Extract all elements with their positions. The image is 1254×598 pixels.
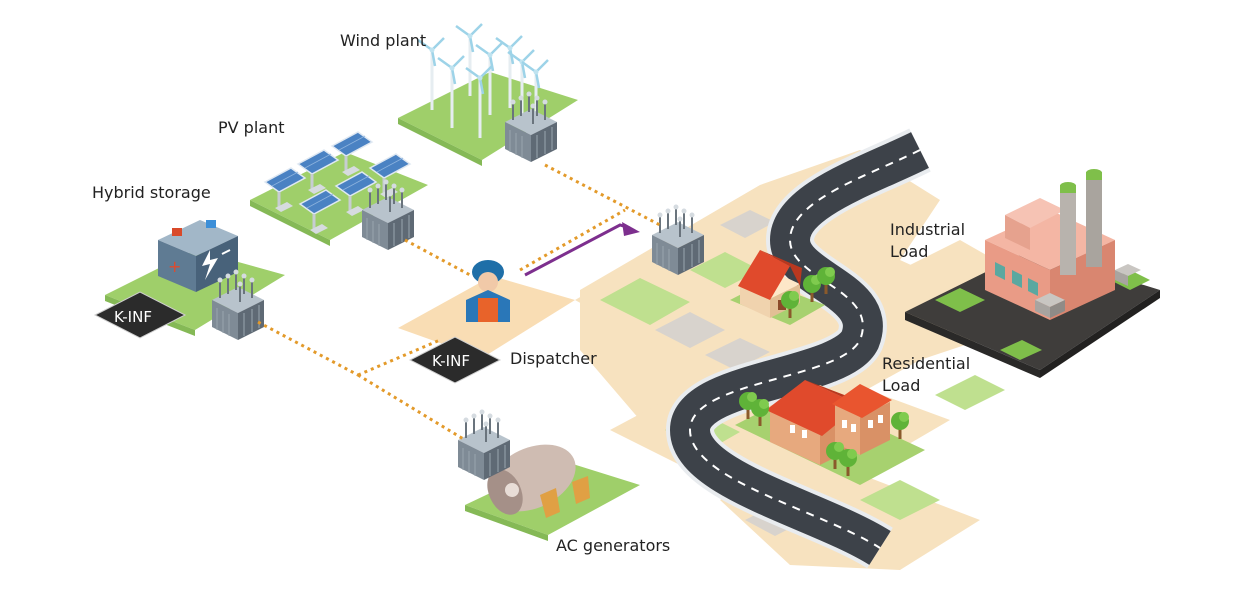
residential-houses xyxy=(735,380,925,485)
road xyxy=(665,128,931,569)
label-residential-line1: Residential xyxy=(882,354,971,373)
label-dispatcher: Dispatcher xyxy=(510,349,597,368)
small-house xyxy=(730,250,835,325)
label-pv-plant: PV plant xyxy=(218,118,285,137)
label-hybrid-storage: Hybrid storage xyxy=(92,183,211,202)
dispatcher-platform: K-INF xyxy=(398,260,575,384)
signal-arrow xyxy=(524,222,640,277)
label-industrial-line2: Load xyxy=(890,242,929,261)
label-residential-line2: Load xyxy=(882,376,921,395)
wind-plant xyxy=(398,22,578,166)
label-wind-plant: Wind plant xyxy=(340,31,427,50)
ac-generators xyxy=(457,408,640,541)
label-ac-generators: AC generators xyxy=(556,536,671,555)
storage-chip-label: K-INF xyxy=(114,308,152,326)
hybrid-storage: + K-INF xyxy=(93,220,285,341)
svg-text:+: + xyxy=(168,257,181,276)
town-transformer xyxy=(651,203,705,276)
pv-plant xyxy=(250,130,428,251)
label-industrial-line1: Industrial xyxy=(890,220,966,239)
dispatcher-chip-label: K-INF xyxy=(432,352,470,370)
power-links xyxy=(257,163,661,442)
industrial-zone xyxy=(905,169,1160,378)
